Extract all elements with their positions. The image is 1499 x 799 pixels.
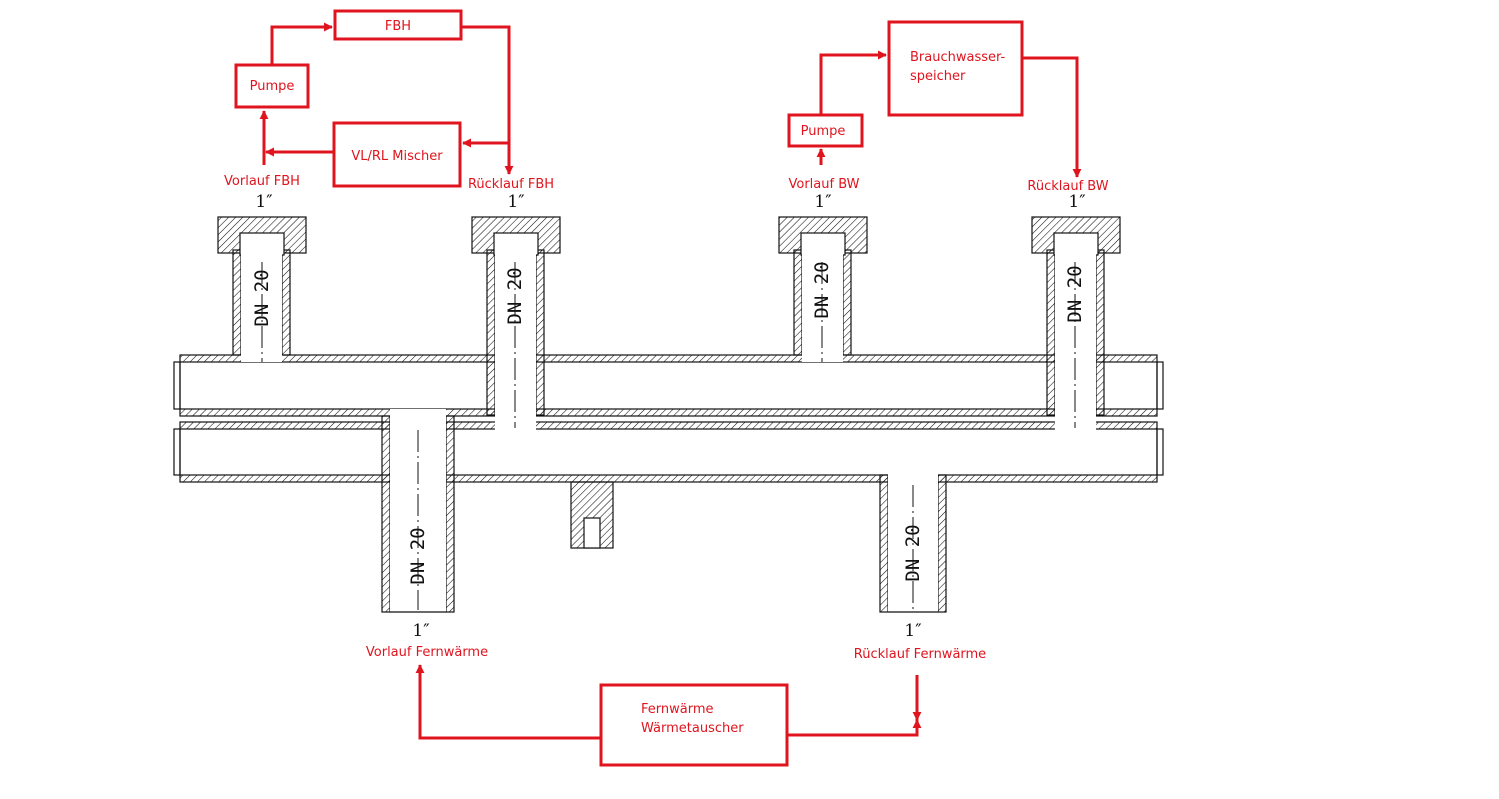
pumpe-left-label: Pumpe xyxy=(250,79,295,94)
dn-label: DN 20 xyxy=(504,267,526,324)
flow-arrow xyxy=(819,50,887,115)
size-vorlauf-fernwaerme: 1″ xyxy=(412,621,429,641)
flow-annotations xyxy=(234,9,1082,767)
top-branch-ruecklauf-bw xyxy=(1031,216,1121,430)
dn-label: DN 20 xyxy=(902,524,924,581)
tauscher-label-line1: Fernwärme xyxy=(641,702,714,717)
flow-arrow xyxy=(787,719,922,737)
dn-label: DN 20 xyxy=(811,261,833,318)
upper-header-bar xyxy=(173,354,1164,417)
flow-arrow xyxy=(415,664,601,740)
dn-label: DN 20 xyxy=(407,527,429,584)
tauscher-label-line2: Wärmetauscher xyxy=(641,721,744,736)
flow-arrow xyxy=(1022,56,1082,178)
size-ruecklauf-fernwaerme: 1″ xyxy=(904,621,921,641)
port-label-ruecklauf-fbh: Rücklauf FBH xyxy=(468,177,554,192)
port-label-vorlauf-bw: Vorlauf BW xyxy=(788,177,859,192)
mounting-bracket xyxy=(570,481,614,549)
bottom-branch-ruecklauf-fernwaerme xyxy=(879,470,947,613)
mischer-label: VL/RL Mischer xyxy=(351,149,443,164)
port-labels: Vorlauf FBH Rücklauf FBH Vorlauf BW Rück… xyxy=(224,174,1109,662)
speicher-label-line1: Brauchwasser- xyxy=(910,50,1006,65)
dn-label: DN 20 xyxy=(1064,265,1086,322)
flow-arrow xyxy=(461,25,514,175)
manifold-drawing xyxy=(173,216,1164,613)
thread-size-labels: 1″ 1″ 1″ 1″ 1″ 1″ xyxy=(255,192,1085,641)
top-branch-vorlauf-fbh xyxy=(217,216,307,362)
speicher-box xyxy=(887,20,1024,117)
speicher-label-line2: speicher xyxy=(910,69,966,84)
port-label-ruecklauf-bw: Rücklauf BW xyxy=(1027,179,1108,194)
port-label-vorlauf-fbh: Vorlauf FBH xyxy=(224,174,300,189)
lower-header-bar xyxy=(173,421,1164,483)
dn-label: DN 20 xyxy=(251,269,273,326)
dn-labels: DN 20 DN 20 DN 20 DN 20 DN 20 DN 20 xyxy=(251,261,1086,584)
size-ruecklauf-bw: 1″ xyxy=(1068,192,1085,212)
size-ruecklauf-fbh: 1″ xyxy=(507,192,524,212)
tauscher-box xyxy=(599,683,789,767)
top-branch-vorlauf-bw xyxy=(778,216,868,362)
box-labels: FBH Pumpe VL/RL Mischer Pumpe Brauchwass… xyxy=(250,19,1006,736)
port-label-ruecklauf-fernwaerme: Rücklauf Fernwärme xyxy=(854,647,986,662)
size-vorlauf-bw: 1″ xyxy=(814,192,831,212)
port-label-vorlauf-fernwaerme: Vorlauf Fernwärme xyxy=(366,645,488,660)
flow-arrow xyxy=(270,22,333,65)
fbh-label: FBH xyxy=(385,19,411,34)
bottom-branch-vorlauf-fernwaerme xyxy=(381,409,455,613)
fbh-box xyxy=(333,9,463,41)
pumpe-right-label: Pumpe xyxy=(801,124,846,139)
pumpe-right-box xyxy=(787,113,864,148)
mischer-box xyxy=(332,121,462,188)
size-vorlauf-fbh: 1″ xyxy=(255,192,272,212)
top-branch-ruecklauf-fbh xyxy=(471,216,561,430)
